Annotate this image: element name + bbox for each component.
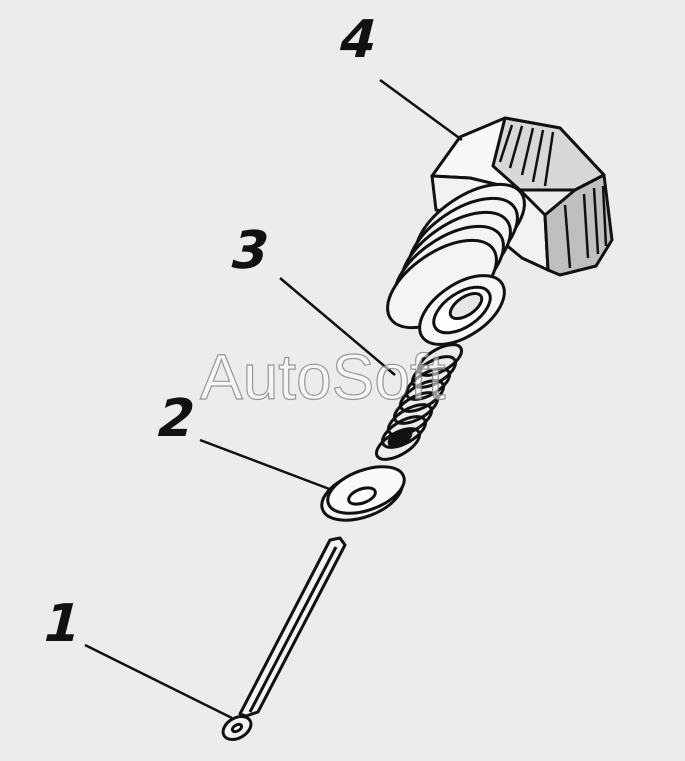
part-3-spring (375, 343, 463, 461)
part-4-hex-plug (386, 116, 614, 346)
part-2-washer (320, 465, 406, 522)
leader-lines (84, 78, 463, 720)
part-1-cotter-pin (221, 536, 347, 741)
leader-line-1 (84, 643, 233, 720)
leader-line-2 (199, 438, 333, 492)
leader-line-3 (279, 277, 396, 376)
leader-line-4 (379, 78, 463, 142)
